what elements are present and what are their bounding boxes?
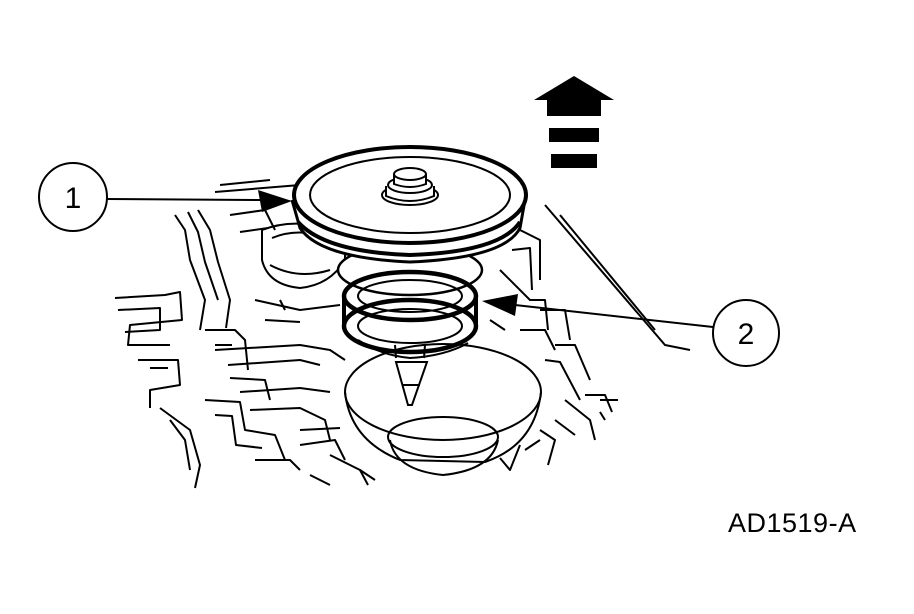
transmission-case	[114, 179, 691, 489]
callout-1-number: 1	[65, 182, 82, 215]
callout-1: 1	[38, 162, 292, 232]
piston-cover	[290, 145, 528, 264]
callout-2-number: 2	[738, 318, 755, 351]
up-arrow-icon	[534, 76, 614, 168]
retainer-pin	[394, 361, 429, 406]
callout-2: 2	[482, 294, 780, 367]
figure-id: AD1519-A	[728, 508, 857, 538]
